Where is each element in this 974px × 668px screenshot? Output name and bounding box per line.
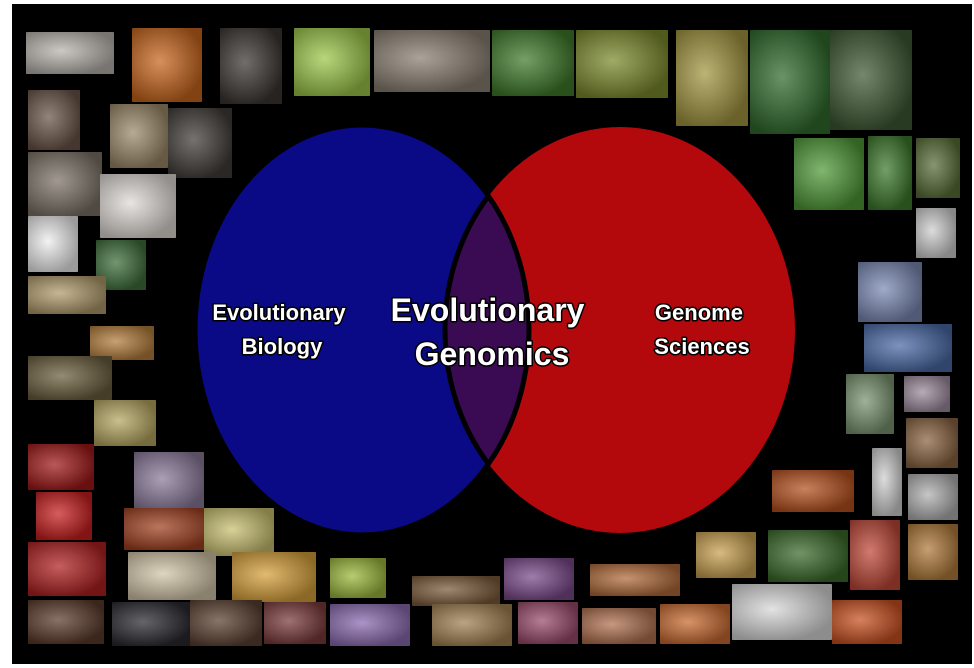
venn-diagram: Evolutionary Biology Evolutionary Genomi… bbox=[12, 4, 972, 664]
collage-background: Evolutionary Biology Evolutionary Genomi… bbox=[12, 4, 972, 664]
